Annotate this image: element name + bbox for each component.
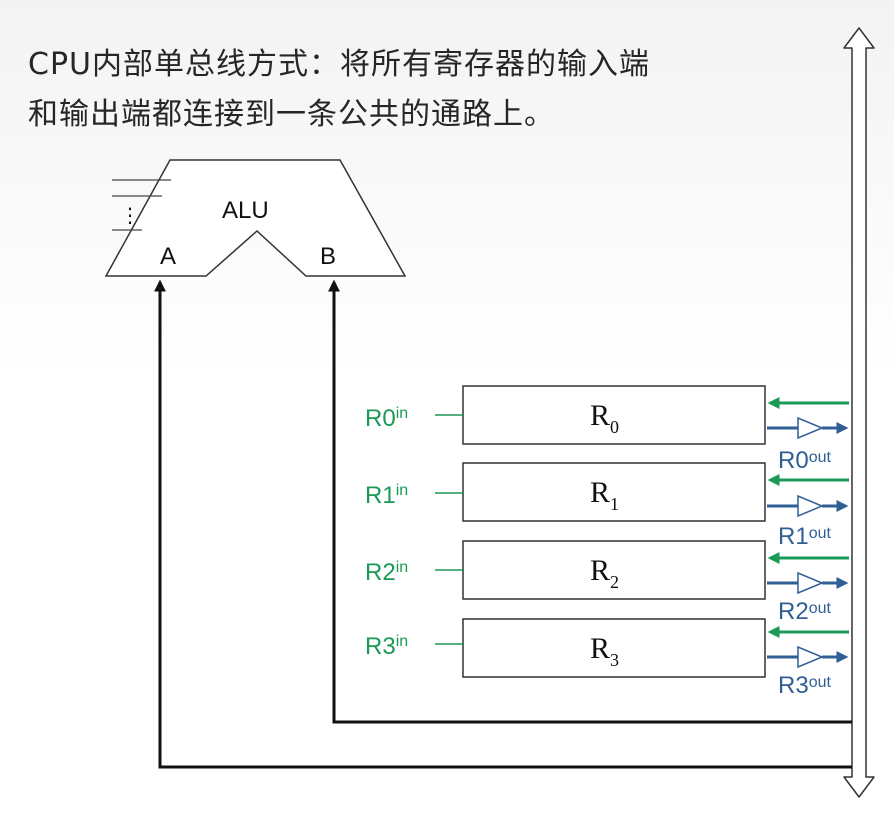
out-control-label: R3out	[778, 672, 831, 699]
out-control-suffix: out	[809, 525, 832, 542]
tristate-buffer	[797, 494, 824, 518]
register-subscript: 2	[610, 572, 619, 592]
out-control-label: R1out	[778, 523, 831, 550]
tristate-buffer	[797, 571, 824, 595]
register-r0: R0 R0in R0out	[365, 385, 849, 474]
register-r3: R3 R3in R3out	[365, 618, 849, 699]
title: CPU内部单总线方式：将所有寄存器的输入端 和输出端都连接到一条公共的通路上。	[28, 40, 828, 140]
register-name: R	[590, 399, 610, 432]
internal-bus	[843, 27, 875, 798]
register-label: R2	[590, 554, 619, 592]
out-control-suffix: out	[809, 600, 832, 617]
bus-to-alu-b-wire	[328, 279, 852, 724]
tristate-buffer	[797, 645, 824, 669]
register-box	[462, 462, 766, 522]
register-label: R0	[590, 399, 619, 437]
alu-port-a: A	[160, 243, 176, 270]
in-control-label: R1in	[365, 482, 408, 509]
alu-label: ALU	[222, 197, 269, 224]
out-control-suffix: out	[809, 674, 832, 691]
register-r2: R2 R2in R2out	[365, 540, 849, 625]
title-line-2: 和输出端都连接到一条公共的通路上。	[28, 97, 555, 132]
bus-to-alu-a-wire	[154, 279, 852, 769]
in-control-suffix: in	[396, 405, 408, 422]
alu: ⋮ ALU A B	[104, 159, 407, 277]
register-label: R3	[590, 632, 619, 670]
out-control-label: R0out	[778, 447, 831, 474]
in-control-main: R1	[365, 482, 396, 509]
alu-ellipsis: ⋮	[120, 203, 140, 227]
in-control-label: R0in	[365, 405, 408, 432]
register-name: R	[590, 554, 610, 587]
in-control-suffix: in	[396, 482, 408, 499]
in-control-main: R3	[365, 633, 396, 660]
register-subscript: 3	[610, 650, 619, 670]
register-r1: R1 R1in R1out	[365, 462, 849, 550]
in-control-main: R2	[365, 559, 396, 586]
out-control-main: R3	[778, 672, 809, 699]
in-control-main: R0	[365, 405, 396, 432]
in-control-suffix: in	[396, 633, 408, 650]
in-control-label: R3in	[365, 633, 408, 660]
out-control-main: R0	[778, 447, 809, 474]
out-control-label: R2out	[778, 598, 831, 625]
alu-body	[104, 159, 407, 277]
in-control-suffix: in	[396, 559, 408, 576]
out-control-suffix: out	[809, 449, 832, 466]
register-subscript: 0	[610, 417, 619, 437]
out-control-main: R1	[778, 523, 809, 550]
alu-port-b: B	[320, 243, 336, 270]
register-box	[462, 618, 766, 678]
out-control-main: R2	[778, 598, 809, 625]
title-line-1: CPU内部单总线方式：将所有寄存器的输入端	[28, 47, 650, 82]
register-name: R	[590, 476, 610, 509]
register-label: R1	[590, 476, 619, 514]
register-subscript: 1	[610, 494, 619, 514]
in-control-label: R2in	[365, 559, 408, 586]
tristate-buffer	[797, 416, 824, 440]
register-name: R	[590, 632, 610, 665]
register-box	[462, 385, 766, 445]
